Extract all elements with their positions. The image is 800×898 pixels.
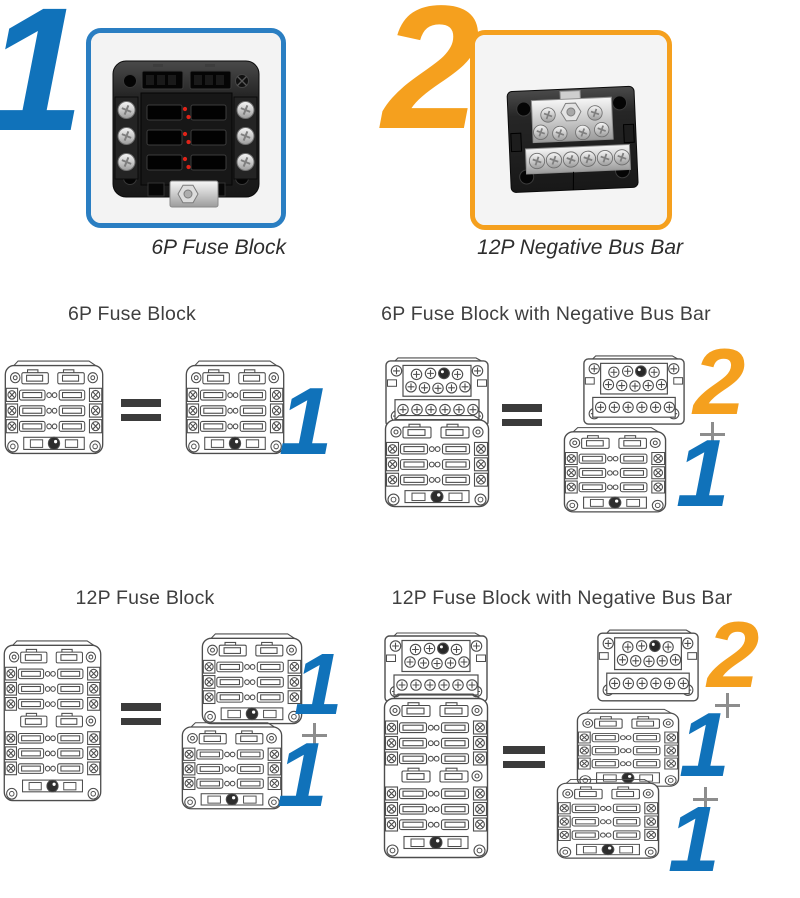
fuse-block-6p-drawing — [199, 630, 305, 728]
part-1-number: 1 — [676, 420, 730, 527]
equals-sign — [121, 399, 161, 421]
photo-frame-6p-fuse-block — [86, 28, 286, 228]
bus-bar-12p-drawing — [580, 352, 688, 431]
part-2-number: 2 — [707, 602, 760, 707]
12p-negative-bus-bar-photo — [475, 35, 667, 225]
part-1-number: 1 — [0, 0, 84, 158]
equals-sign — [121, 703, 161, 725]
plus-sign — [302, 723, 327, 748]
plus-sign — [693, 787, 718, 812]
fuse-block-6p-drawing — [554, 776, 662, 862]
section-title-12p-fuse-block: 12P Fuse Block — [75, 587, 215, 609]
part-1-number: 1 — [668, 787, 720, 891]
fuse-block-6p-drawing — [561, 424, 669, 516]
part-2-number: 2 — [382, 0, 480, 166]
equals-sign — [502, 404, 542, 426]
caption-6p-fuse-block: 6P Fuse Block — [151, 236, 286, 259]
section-title-6p-fuse-block: 6P Fuse Block — [68, 303, 196, 325]
fuse-block-6p-drawing — [183, 357, 287, 458]
fuse-block-12p-with-bus-bar-drawing — [381, 629, 491, 862]
part-1-number: 1 — [279, 368, 333, 475]
part-1-number: 1 — [277, 725, 328, 826]
caption-12p-negative-bus-bar: 12P Negative Bus Bar — [477, 236, 683, 259]
part-1-number: 1 — [294, 636, 343, 733]
plus-sign — [700, 422, 725, 447]
section-title-12p-with-bus-bar: 12P Fuse Block with Negative Bus Bar — [391, 587, 733, 609]
fuse-block-6p-with-bus-bar-drawing — [382, 354, 492, 511]
part-2-number: 2 — [693, 329, 746, 434]
part-1-number: 1 — [679, 695, 730, 796]
fuse-block-12p-drawing — [1, 637, 104, 805]
fuse-block-6p-drawing — [2, 357, 106, 458]
equals-sign — [503, 746, 545, 768]
6p-fuse-block-photo — [91, 33, 281, 223]
plus-sign — [715, 693, 740, 718]
section-title-6p-with-bus-bar: 6P Fuse Block with Negative Bus Bar — [381, 303, 711, 325]
photo-frame-12p-negative-bus-bar — [470, 30, 672, 230]
fuse-block-6p-drawing — [179, 719, 285, 813]
